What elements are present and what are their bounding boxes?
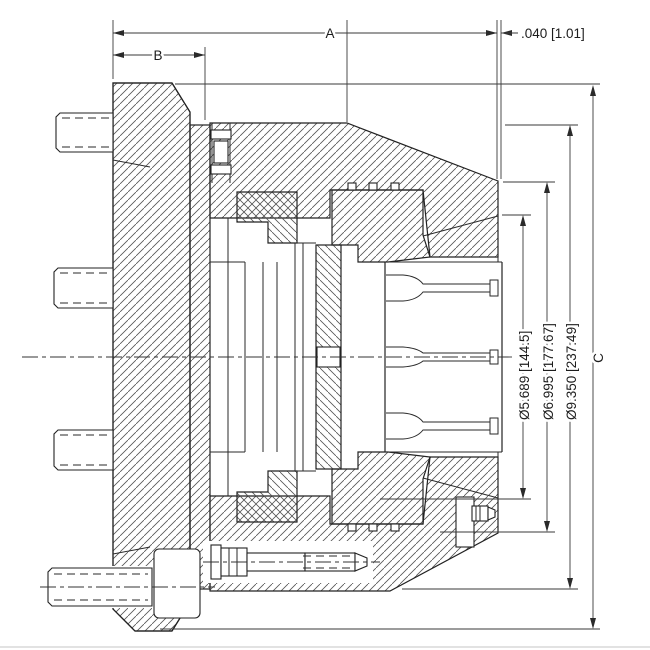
dim-label-dia-large: Ø9.350 [237.49]: [564, 323, 579, 420]
stud-1: [55, 112, 114, 153]
o-ring-gland: [390, 182, 400, 191]
collet-slot-top: [386, 274, 499, 302]
extension-lines: [112, 20, 600, 630]
dim-label-c: C: [591, 353, 606, 363]
dim-dia-large: Ø9.350 [237.49]: [562, 125, 582, 589]
nose-ring-lower: [331, 451, 431, 532]
o-ring-gland: [347, 182, 357, 191]
dim-label-dia-small: Ø5.689 [144.5]: [517, 331, 532, 420]
o-ring-gland: [368, 523, 378, 532]
stud-4: [40, 548, 215, 619]
o-ring-gland: [347, 523, 357, 532]
stud-3: [53, 429, 114, 471]
dim-dia-mid: Ø6.995 [177.67]: [539, 182, 559, 532]
nose-ring-upper: [331, 182, 431, 263]
dim-label-offset: .040 [1.01]: [521, 26, 585, 41]
dim-label-b: B: [153, 48, 162, 63]
dim-label-a: A: [325, 26, 334, 41]
wedge-lower: [236, 470, 298, 523]
body-joint-screw: [210, 123, 232, 183]
collet: [384, 257, 503, 457]
dim-label-dia-mid: Ø6.995 [177.67]: [541, 323, 556, 420]
cap-screw-tip: [354, 552, 368, 572]
set-screw: [455, 496, 496, 548]
dim-a: A: [113, 24, 497, 44]
o-ring-gland: [368, 182, 378, 191]
stud-nut-block: [153, 548, 201, 619]
collet-slot-bottom: [386, 412, 499, 440]
o-ring-gland: [390, 523, 400, 532]
stud-2: [53, 267, 114, 309]
dim-c: C: [589, 85, 609, 629]
dim-offset: .040 [1.01]: [501, 24, 587, 44]
wedge-upper: [236, 191, 298, 244]
dim-b: B: [113, 46, 205, 66]
dim-dia-small: Ø5.689 [144.5]: [515, 215, 535, 499]
cap-screw: [203, 541, 380, 583]
